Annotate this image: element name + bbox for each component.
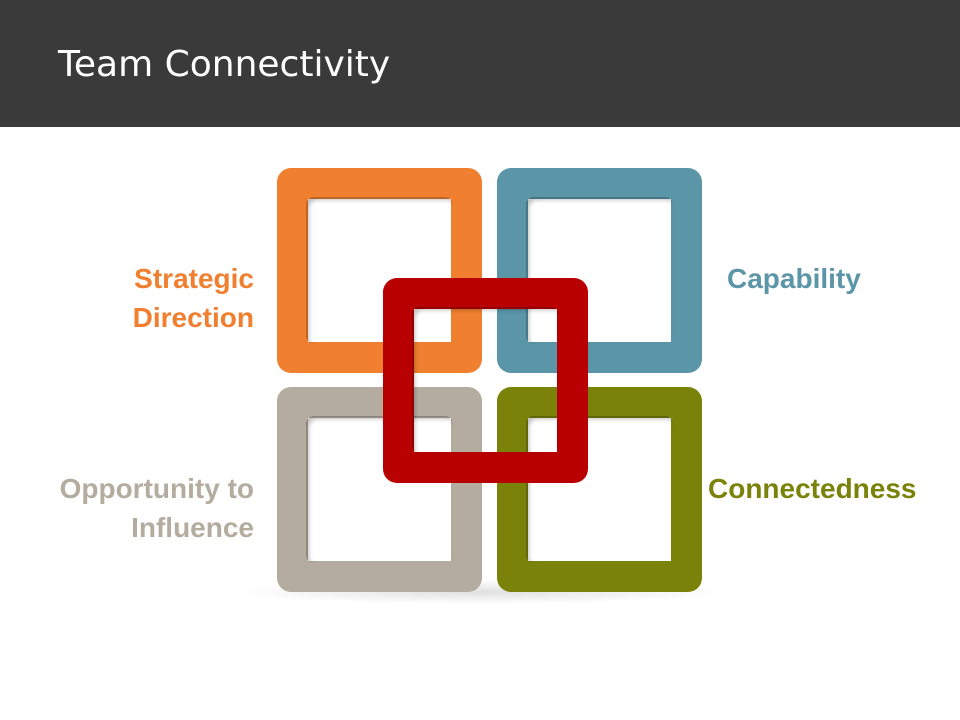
slide-title: Team Connectivity: [58, 44, 391, 85]
label-capability: Capability: [727, 259, 861, 298]
label-line: Capability: [727, 263, 861, 294]
header-bar: Team Connectivity: [0, 0, 960, 127]
ring-capability: [497, 168, 702, 373]
label-strategic-direction: Strategic Direction: [133, 259, 254, 337]
label-line: Strategic: [134, 263, 254, 294]
label-line: Direction: [132, 302, 254, 333]
label-line: Connectedness: [708, 473, 917, 504]
ring-connectedness: [497, 387, 702, 592]
label-opportunity-to-influence: Opportunity to Influence: [60, 469, 254, 547]
ring-strategic-direction: [277, 168, 482, 373]
ring-center: [383, 278, 588, 483]
label-connectedness: Connectedness: [708, 469, 917, 508]
label-line: Opportunity to: [59, 473, 254, 504]
ring-opportunity-to-influence: [277, 387, 482, 592]
label-line: Influence: [131, 512, 254, 543]
